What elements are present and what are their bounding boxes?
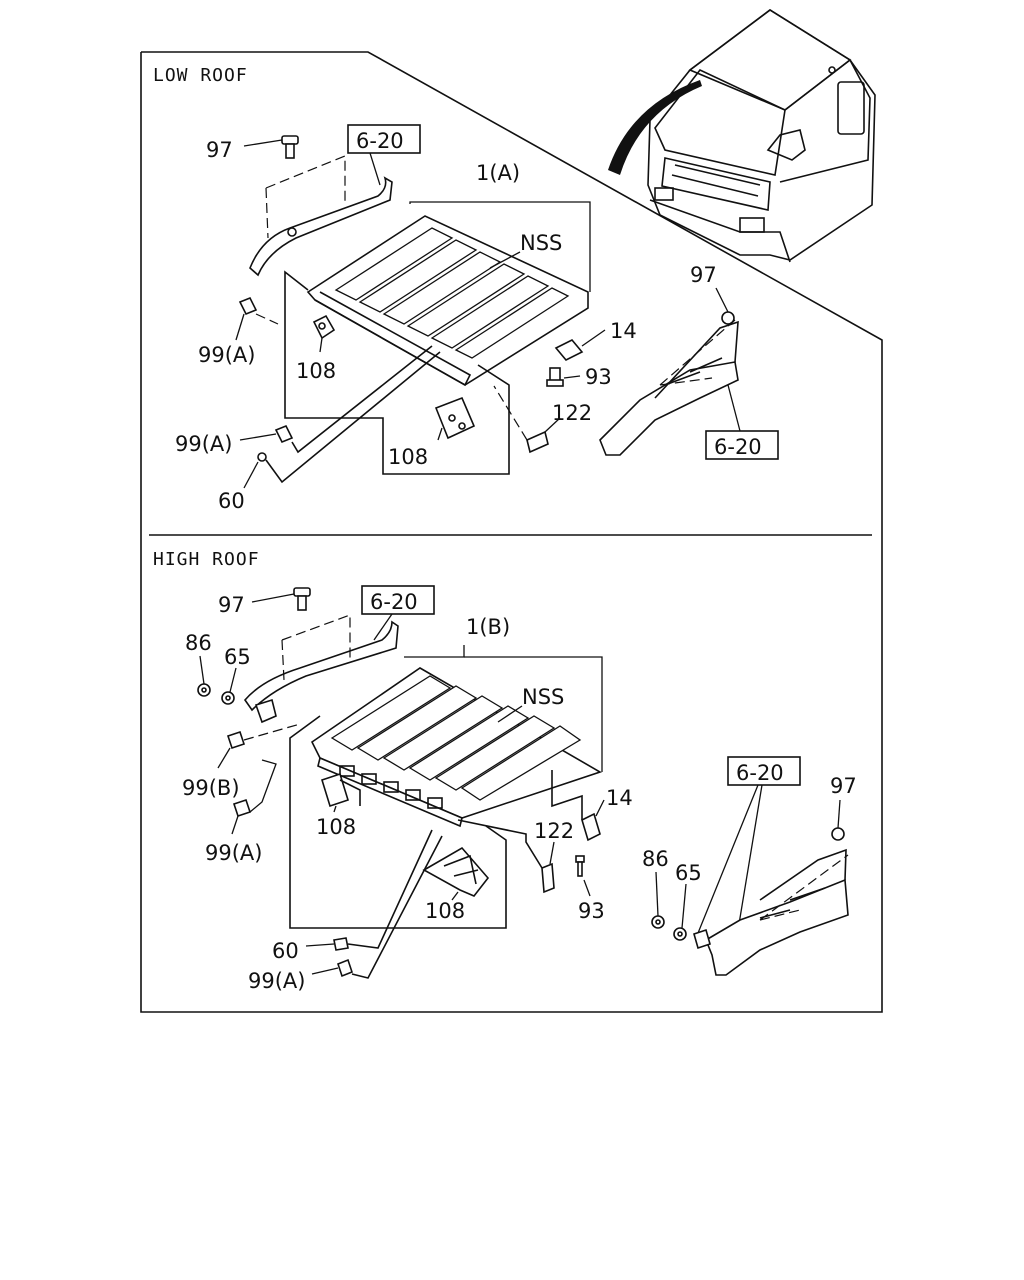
label-99a-high-2: 99(A) xyxy=(248,969,305,993)
high-nut-86-left xyxy=(197,655,211,697)
high-washer-65-right xyxy=(673,883,687,941)
low-ref-box-right: 6-20 xyxy=(705,384,779,460)
low-bolt-97-left xyxy=(243,135,299,159)
high-stopper-122 xyxy=(457,819,555,894)
label-93-high: 93 xyxy=(578,899,605,923)
high-right-pillar-trim xyxy=(693,799,849,976)
label-60-high: 60 xyxy=(272,939,299,963)
low-ref-box-left: 6-20 xyxy=(347,124,421,186)
label-65-high-left: 65 xyxy=(224,645,251,669)
high-left-roof-rail xyxy=(243,614,399,724)
low-right-pillar-trim xyxy=(599,287,739,456)
truck-cab-illustration xyxy=(608,9,876,263)
high-clip-14 xyxy=(581,799,605,842)
low-clip-14 xyxy=(554,329,606,361)
label-99a-low-2: 99(A) xyxy=(175,432,232,456)
label-65-high-right: 65 xyxy=(675,861,702,885)
low-leader-1a xyxy=(284,201,591,475)
label-108-low-2: 108 xyxy=(388,445,428,469)
low-panel-ribs xyxy=(334,227,570,359)
high-ref-box-right: 6-20 xyxy=(695,756,801,939)
label-97-low-right: 97 xyxy=(690,263,717,287)
label-122-high: 122 xyxy=(534,819,574,843)
low-clip-99a-top xyxy=(235,296,279,341)
label-99a-low-1: 99(A) xyxy=(198,343,255,367)
label-1a: 1(A) xyxy=(476,161,520,185)
high-panel-ribs xyxy=(330,675,582,801)
high-leader-1b xyxy=(289,645,603,929)
label-nss-low: NSS xyxy=(520,231,562,255)
label-99b: 99(B) xyxy=(182,776,240,800)
label-14-high: 14 xyxy=(606,786,633,810)
high-clip-99a-top xyxy=(231,759,277,835)
high-bracket-108-top xyxy=(321,772,361,813)
low-stopper-122 xyxy=(493,385,561,454)
label-108-high-2: 108 xyxy=(425,899,465,923)
low-clip-99a-mid xyxy=(239,345,433,454)
low-left-roof-rail xyxy=(249,155,393,277)
low-screw-93 xyxy=(546,367,581,387)
low-bracket-108-bottom xyxy=(434,396,476,441)
high-nut-86-right xyxy=(651,871,665,929)
label-108-high-1: 108 xyxy=(316,815,356,839)
label-nss-high: NSS xyxy=(522,685,564,709)
ref-6-20-high-left: 6-20 xyxy=(370,590,418,614)
label-97-low-left: 97 xyxy=(206,138,233,162)
ref-6-20-low-left: 6-20 xyxy=(356,129,404,153)
diagram-frame xyxy=(140,51,883,1013)
low-headlining-panel xyxy=(306,215,589,387)
ref-6-20-high-right: 6-20 xyxy=(736,761,784,785)
high-screw-93 xyxy=(575,855,591,897)
label-1b: 1(B) xyxy=(466,615,510,639)
label-122-low: 122 xyxy=(552,401,592,425)
label-97-high-left: 97 xyxy=(218,593,245,617)
section-title-high-roof: HIGH ROOF xyxy=(153,549,260,570)
label-60-low: 60 xyxy=(218,489,245,513)
high-headlining-panel xyxy=(310,667,602,828)
low-roof-section: LOW ROOF 97 6-20 xyxy=(153,65,779,513)
low-bracket-108-top xyxy=(312,314,336,353)
label-93-low: 93 xyxy=(585,365,612,389)
high-bolt-97-left xyxy=(251,587,311,611)
low-plug-60 xyxy=(243,351,441,489)
label-86-high-left: 86 xyxy=(185,631,212,655)
high-roof-section: HIGH ROOF 97 6-20 86 6 xyxy=(153,549,857,993)
section-title-low-roof: LOW ROOF xyxy=(153,65,248,86)
high-clip-99b xyxy=(217,723,301,769)
label-97-high-right: 97 xyxy=(830,774,857,798)
high-plug-60 xyxy=(305,829,433,951)
high-washer-65-left xyxy=(221,667,237,705)
label-99a-high-1: 99(A) xyxy=(205,841,262,865)
ref-6-20-low-right: 6-20 xyxy=(714,435,762,459)
label-86-high-right: 86 xyxy=(642,847,669,871)
high-bracket-108-bottom xyxy=(422,846,490,901)
high-ref-box-left: 6-20 xyxy=(361,585,435,641)
label-14-low: 14 xyxy=(610,319,637,343)
high-clip-99a-bottom xyxy=(311,835,443,979)
label-108-low-1: 108 xyxy=(296,359,336,383)
high-panel-brackets xyxy=(339,765,443,809)
